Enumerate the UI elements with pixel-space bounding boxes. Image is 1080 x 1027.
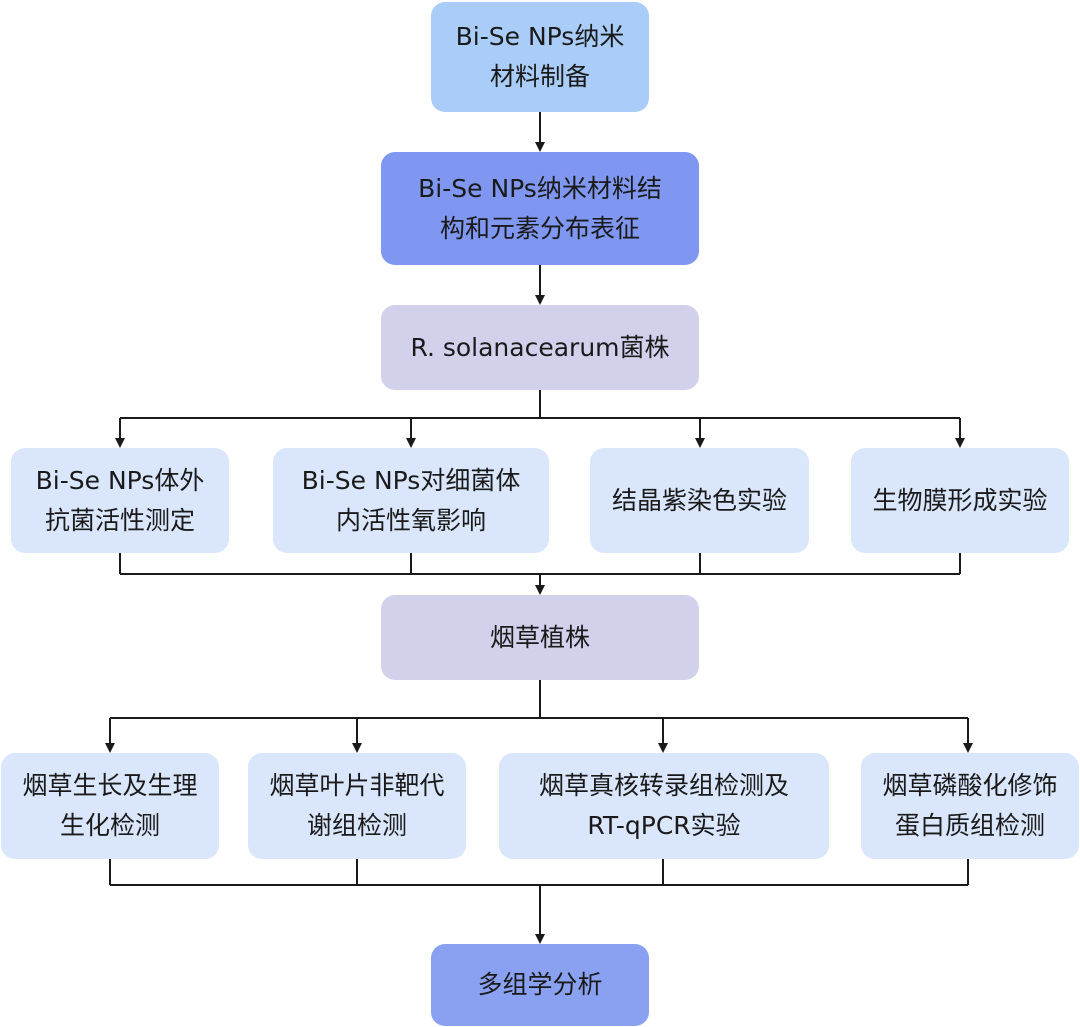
metabolome-label: 烟草叶片非靶代 谢组检测 bbox=[269, 771, 445, 840]
tobacco-plant-label: 烟草植株 bbox=[489, 622, 590, 652]
ros-label: Bi-Se NPs对细菌体 内活性氧影响 bbox=[301, 465, 521, 535]
transcriptome-box: 烟草真核转录组检测及 RT-qPCR实验 bbox=[499, 753, 829, 859]
biofilm-label: 生物膜形成实验 bbox=[872, 485, 1048, 515]
antibacterial-box: Bi-Se NPs体外 抗菌活性测定 bbox=[11, 448, 229, 553]
multiomics-box: 多组学分析 bbox=[431, 944, 649, 1026]
tobacco-plant-box: 烟草植株 bbox=[381, 595, 699, 680]
transcriptome-label: 烟草真核转录组检测及 RT-qPCR实验 bbox=[538, 771, 789, 840]
ros-box: Bi-Se NPs对细菌体 内活性氧影响 bbox=[273, 448, 549, 553]
characterization-box: Bi-Se NPs纳米材料结 构和元素分布表征 bbox=[381, 152, 699, 265]
multiomics-label: 多组学分析 bbox=[477, 970, 603, 999]
growth-box: 烟草生长及生理 生化检测 bbox=[1, 753, 219, 859]
strain-box: R. solanacearum菌株 bbox=[381, 305, 699, 390]
biofilm-box: 生物膜形成实验 bbox=[851, 448, 1069, 553]
crystal-violet-box: 结晶紫染色实验 bbox=[590, 448, 809, 553]
growth-label: 烟草生长及生理 生化检测 bbox=[22, 771, 198, 840]
crystal-violet-label: 结晶紫染色实验 bbox=[611, 485, 787, 515]
antibacterial-label: Bi-Se NPs体外 抗菌活性测定 bbox=[35, 465, 205, 535]
phosphoproteome-label: 烟草磷酸化修饰 蛋白质组检测 bbox=[882, 771, 1058, 840]
metabolome-box: 烟草叶片非靶代 谢组检测 bbox=[248, 753, 466, 859]
phosphoproteome-box: 烟草磷酸化修饰 蛋白质组检测 bbox=[861, 753, 1079, 859]
characterization-label: Bi-Se NPs纳米材料结 构和元素分布表征 bbox=[418, 173, 662, 243]
strain-label: R. solanacearum菌株 bbox=[410, 332, 670, 362]
preparation-label: Bi-Se NPs纳米 材料制备 bbox=[455, 22, 625, 91]
preparation-box: Bi-Se NPs纳米 材料制备 bbox=[431, 2, 649, 112]
